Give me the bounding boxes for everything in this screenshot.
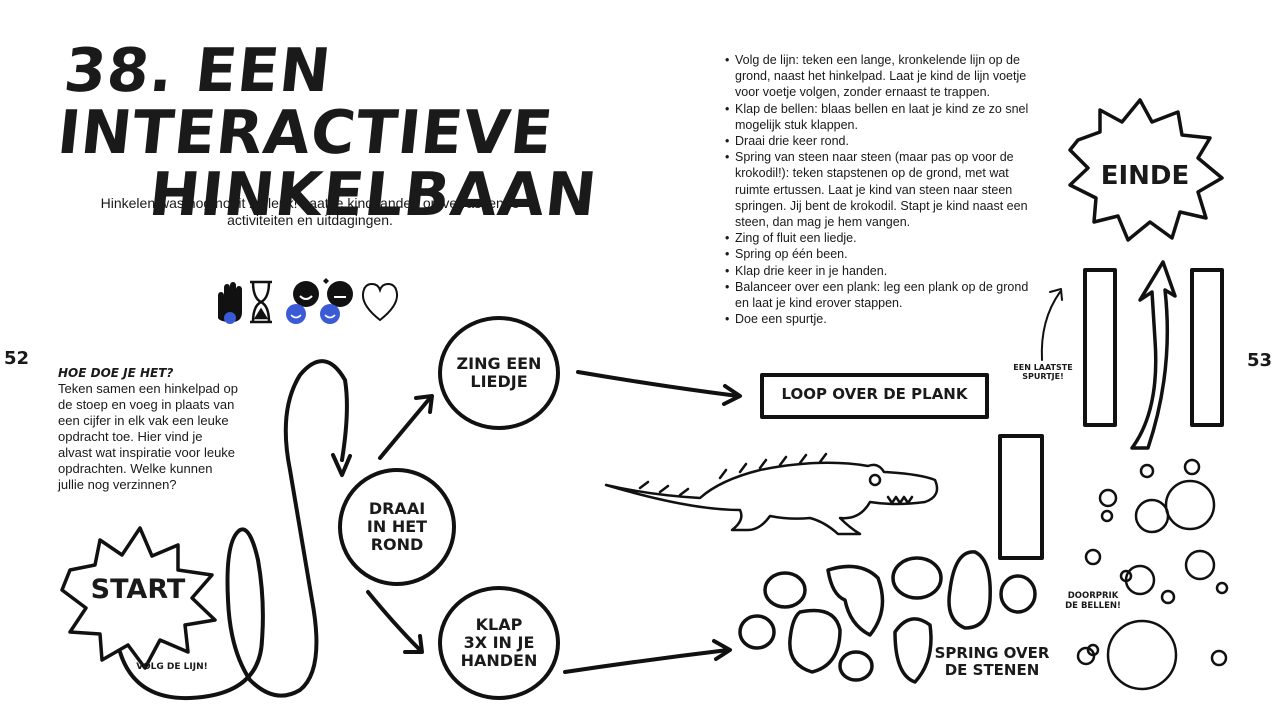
- clap-circle: KLAP 3X IN JE HANDEN: [438, 586, 560, 700]
- arrow-to-plank: [576, 370, 740, 398]
- list-item: Zing of fluit een liedje.: [725, 230, 1045, 246]
- start-burst: [60, 526, 217, 670]
- list-item: Volg de lijn: teken een lange, kronkelen…: [725, 52, 1045, 101]
- stepping-stones: [738, 550, 1037, 684]
- end-burst: [1068, 98, 1224, 242]
- bubbles-label: DOORPRIK DE BELLEN!: [1060, 591, 1126, 611]
- activity-icons: [218, 278, 399, 324]
- list-item: Doe een spurtje.: [725, 311, 1045, 327]
- list-item: Draai drie keer rond.: [725, 133, 1045, 149]
- pointer-arrow: [1040, 291, 1061, 361]
- clap-label-line: 3X IN JE: [463, 633, 535, 653]
- sprint-board: [1190, 268, 1224, 427]
- spin-label-line: IN HET: [366, 517, 428, 537]
- plank-box: [760, 373, 989, 419]
- crocodile-drawing: [604, 452, 939, 536]
- how-to-body: Teken samen een hinkelpad op de stoep en…: [58, 381, 238, 492]
- sing-label-line: LIEDJE: [470, 372, 528, 391]
- list-item: Balanceer over een plank: leg een plank …: [725, 279, 1045, 311]
- bubbles: [1076, 458, 1229, 691]
- hourglass-icon: [250, 280, 272, 324]
- how-to-section: HOE DOE JE HET? Teken samen een hinkelpa…: [58, 365, 238, 493]
- bubbles-label-line: DOORPRIK: [1067, 591, 1119, 601]
- how-to-heading: HOE DOE JE HET?: [58, 366, 174, 380]
- clap-label-line: HANDEN: [460, 650, 538, 670]
- stones-label: SPRING OVER DE STENEN: [932, 645, 1052, 679]
- sprint-label: EEN LAATSTE SPURTJE!: [1010, 363, 1076, 382]
- up-arrow: [1130, 260, 1177, 450]
- hand-icon: [218, 282, 242, 324]
- sprint-label-line: EEN LAATSTE: [1013, 363, 1073, 372]
- plank-label: LOOP OVER DE PLANK: [781, 385, 968, 403]
- list-item: Klap drie keer in je handen.: [725, 263, 1045, 279]
- arrow-to-clap: [366, 590, 422, 652]
- winding-line: [118, 359, 349, 701]
- list-item: Klap de bellen: blaas bellen en laat je …: [725, 101, 1045, 133]
- sing-circle: ZING EEN LIEDJE: [438, 316, 560, 430]
- page-number-right: 53: [1247, 350, 1273, 371]
- activity-list: Volg de lijn: teken een lange, kronkelen…: [725, 52, 1045, 328]
- start-label: START: [90, 574, 186, 605]
- spin-label-line: DRAAI: [368, 499, 426, 519]
- spin-label: DRAAI IN HET ROND: [367, 500, 427, 554]
- sing-label: ZING EEN LIEDJE: [457, 355, 542, 391]
- stones-label-line: DE STENEN: [944, 660, 1040, 679]
- clap-label: KLAP 3X IN JE HANDEN: [461, 616, 538, 670]
- follow-line-label: VOLG DE LIJN!: [136, 662, 208, 672]
- two-kids-faces-icon: [286, 278, 353, 324]
- spin-circle: DRAAI IN HET ROND: [338, 468, 456, 586]
- page-number-left: 52: [4, 348, 30, 369]
- bubbles-label-line: DE BELLEN!: [1065, 600, 1121, 611]
- clap-label-line: KLAP: [475, 615, 523, 635]
- sprint-board: [998, 434, 1044, 560]
- heart-icon: [361, 282, 399, 322]
- spin-label-line: ROND: [370, 534, 424, 554]
- list-item: Spring op één been.: [725, 246, 1045, 262]
- list-item: Spring van steen naar steen (maar pas op…: [725, 149, 1045, 230]
- sprint-board: [1083, 268, 1117, 427]
- arrow-to-sing: [378, 396, 432, 460]
- intro-text: Hinkelen was nog nooit zo leuk! Laat je …: [100, 195, 520, 228]
- sprint-label-line: SPURTJE!: [1022, 371, 1064, 381]
- stones-label-line: SPRING OVER: [934, 644, 1050, 662]
- arrow-to-stones: [563, 648, 730, 674]
- end-label: EINDE: [1100, 161, 1190, 191]
- sing-label-line: ZING EEN: [456, 354, 542, 374]
